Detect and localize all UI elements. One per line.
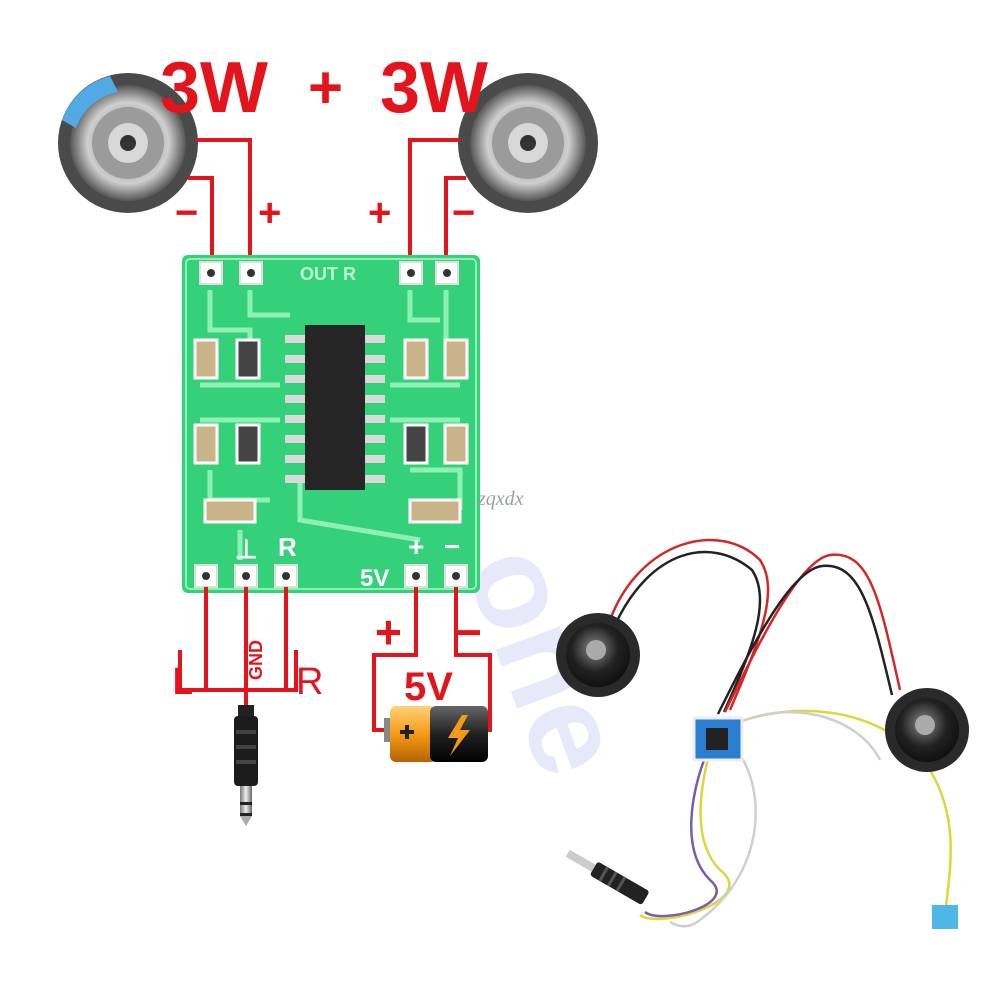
assembled-module-photo	[556, 538, 969, 929]
watermark-text: zqxdx	[477, 488, 524, 510]
audio-jack-icon	[234, 705, 258, 826]
left-speaker-plus: +	[258, 191, 281, 235]
speaker-wires	[188, 138, 466, 270]
board-5v-label: 5V	[360, 565, 389, 592]
board-r-label: R	[278, 532, 297, 562]
jack-r-label: R	[296, 661, 323, 703]
jack-l-label: L	[172, 661, 193, 703]
board-gnd-symbol: ⊥	[235, 534, 258, 564]
speaker-right-icon	[458, 73, 598, 213]
smd-components	[193, 338, 469, 524]
board-minus-label: −	[444, 531, 460, 562]
power-label-right: 3W	[380, 48, 488, 128]
battery-icon	[384, 706, 488, 762]
right-speaker-minus: −	[452, 191, 475, 235]
board-out-label: OUT R	[300, 264, 356, 284]
board-plus-label: +	[408, 531, 424, 562]
power-label-left: 3W	[160, 48, 268, 128]
supply-voltage-label: 5V	[404, 665, 453, 709]
left-speaker-minus: −	[175, 191, 198, 235]
jack-gnd-label: GND	[246, 640, 266, 680]
speaker-left-icon	[58, 73, 198, 213]
supply-plus-label: +	[375, 606, 402, 658]
right-speaker-plus: +	[368, 191, 391, 235]
input-wires	[178, 587, 492, 732]
plus-sign: +	[308, 54, 343, 121]
supply-minus-label: −	[455, 606, 482, 658]
amplifier-chip	[305, 325, 365, 490]
amplifier-board: OUT R ⊥ R 5V + −	[182, 255, 480, 593]
